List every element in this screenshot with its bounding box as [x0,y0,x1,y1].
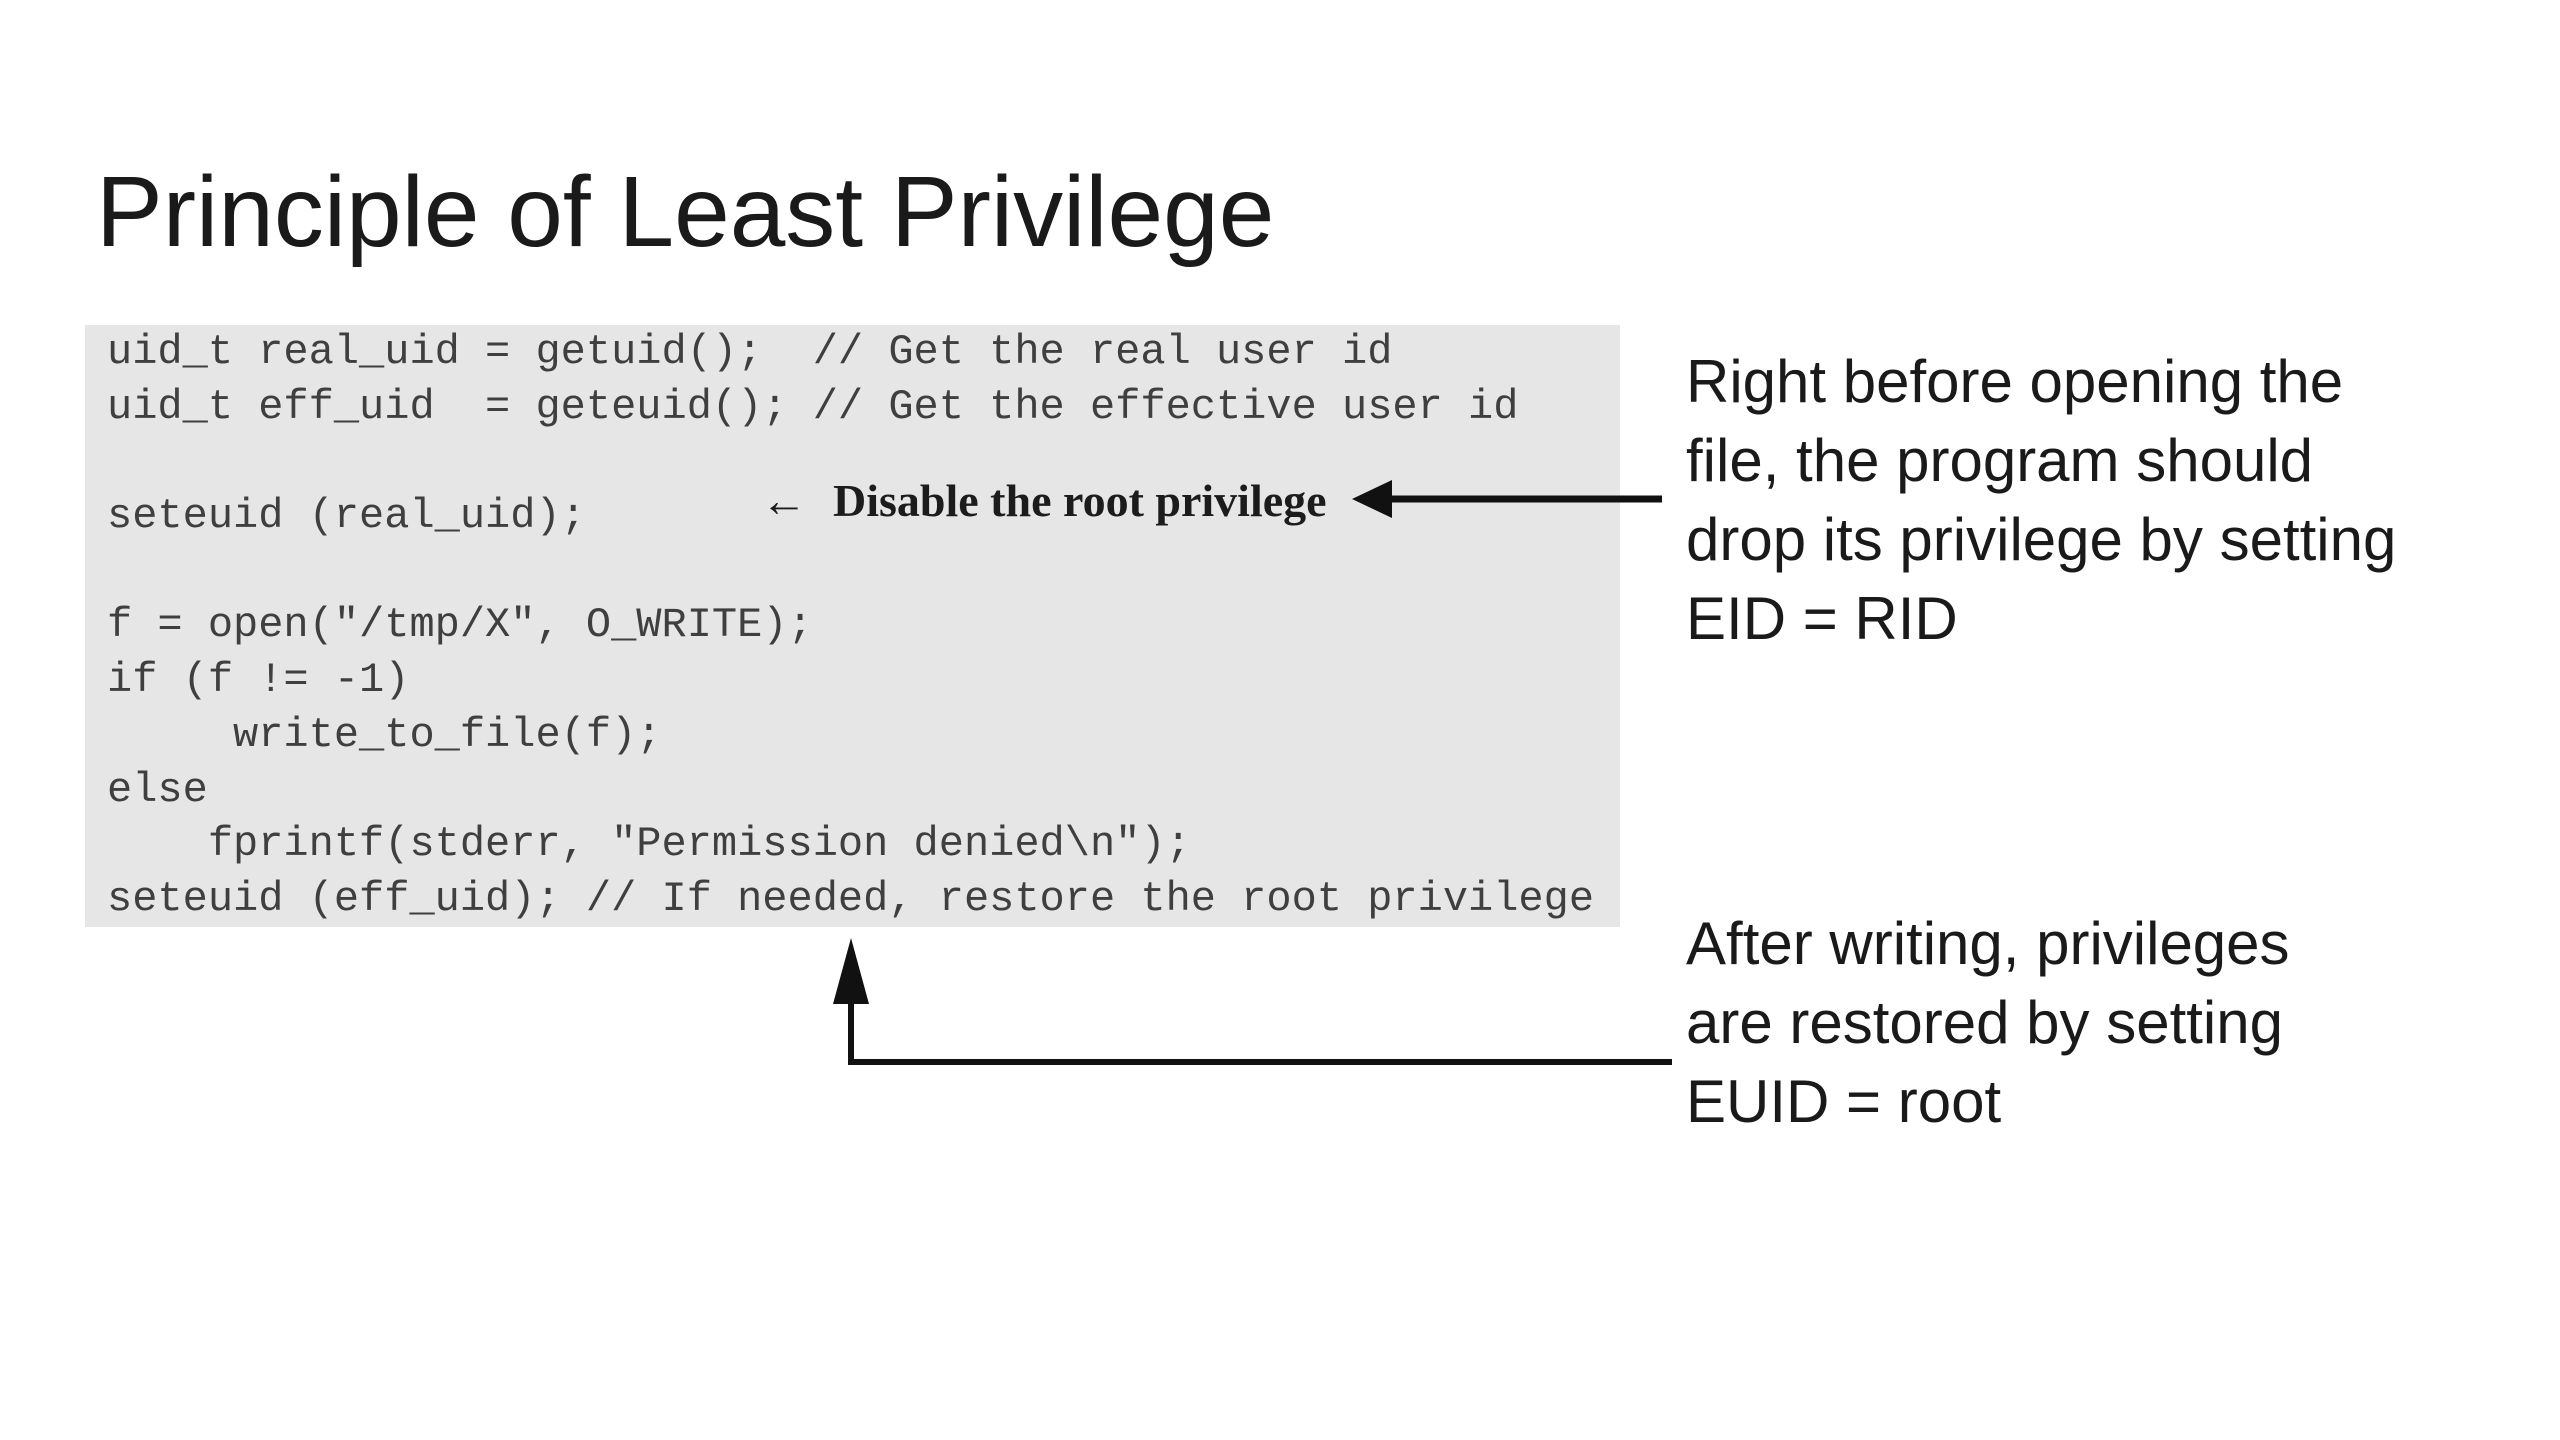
note-bottom: After writing, privileges are restored b… [1686,904,2290,1141]
note-line: EID = RID [1686,585,1958,652]
code-line: uid_t real_uid = getuid(); // Get the re… [107,328,1393,376]
note-line: drop its privilege by setting [1686,506,2397,573]
note-line: are restored by setting [1686,989,2283,1056]
code-line: fprintf(stderr, "Permission denied\n"); [107,820,1191,869]
code-line: seteuid (real_uid); [107,492,586,541]
code-line: seteuid (eff_uid); // If needed, restore… [107,874,1595,923]
code-line: uid_t eff_uid = geteuid(); // Get the ef… [107,382,1519,431]
code-line: write_to_file(f); [107,710,662,759]
note-right: Right before opening the file, the progr… [1686,342,2396,658]
note-line: Right before opening the [1686,348,2344,415]
code-line: f = open("/tmp/X", O_WRITE); [107,601,813,650]
code-block: uid_t real_uid = getuid(); // Get the re… [85,325,1620,927]
up-elbow-arrow-icon [833,938,1672,1065]
code-annotation: ← Disable the root privilege [761,476,1327,526]
note-line: EUID = root [1686,1068,2002,1135]
note-line: After writing, privileges [1686,910,2290,977]
annotation-label: Disable the root privilege [833,475,1327,526]
note-line: file, the program should [1686,427,2314,494]
code-line: else [107,765,208,814]
page-title: Principle of Least Privilege [96,156,1275,268]
code-line: if (f != -1) [107,656,410,705]
code-line [85,544,1620,599]
left-arrow-glyph: ← [761,475,807,526]
